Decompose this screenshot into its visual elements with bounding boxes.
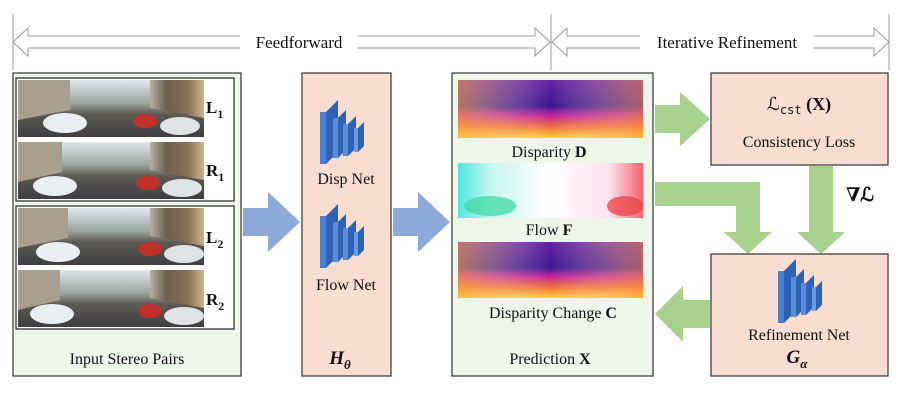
arrow-loss-to-refinement bbox=[797, 166, 845, 254]
flow-net-icon bbox=[320, 204, 364, 268]
consistency-loss-label: Consistency Loss bbox=[743, 134, 855, 151]
r2-label: R2 bbox=[206, 290, 224, 313]
street-image-l1 bbox=[18, 80, 204, 137]
feedforward-label: Feedforward bbox=[256, 33, 343, 52]
disparity-change-label: Disparity Change C bbox=[489, 305, 617, 322]
loss-formula: ℒcst (X) bbox=[767, 94, 831, 117]
flow-map bbox=[458, 163, 643, 218]
h-theta-symbol: Hθ bbox=[328, 348, 351, 372]
feedforward-banner: Feedforward bbox=[12, 26, 551, 58]
disparity-label: Disparity D bbox=[511, 144, 586, 161]
flow-label: Flow F bbox=[526, 222, 573, 239]
l2-label: L2 bbox=[206, 228, 223, 251]
street-image-r2 bbox=[18, 270, 204, 327]
arrow-refinement-to-prediction bbox=[655, 286, 710, 342]
flow-net-label: Flow Net bbox=[316, 277, 377, 294]
refinement-net-label: Refinement Net bbox=[748, 327, 850, 344]
refinement-label: Iterative Refinement bbox=[657, 33, 797, 52]
prediction-caption: Prediction X bbox=[509, 351, 591, 368]
disp-net-label: Disp Net bbox=[317, 171, 375, 188]
r1-label: R1 bbox=[206, 161, 224, 184]
g-alpha-symbol: Gα bbox=[787, 347, 809, 371]
input-panel: L1 R1 L2 R2 Input Stereo Pairs bbox=[12, 72, 242, 377]
refinement-net-icon bbox=[778, 259, 822, 323]
street-image-l2 bbox=[18, 208, 204, 265]
disparity-change-map bbox=[458, 242, 643, 298]
disparity-map bbox=[458, 80, 643, 138]
prediction-panel: Disparity D Flow F Disparity Change C Pr… bbox=[451, 72, 654, 377]
arrow-prediction-to-refinement bbox=[655, 182, 772, 254]
gradient-label: ∇ℒ bbox=[846, 185, 874, 206]
consistency-loss-panel: ℒcst (X) Consistency Loss bbox=[710, 72, 889, 166]
arrow-input-to-nets bbox=[243, 192, 300, 252]
street-image-r1 bbox=[18, 142, 204, 199]
disp-net-icon bbox=[320, 100, 364, 164]
refinement-net-panel: Refinement Net Gα bbox=[710, 253, 889, 377]
l1-label: L1 bbox=[206, 98, 223, 121]
arrow-nets-to-prediction bbox=[393, 192, 450, 252]
arrow-prediction-to-loss bbox=[655, 92, 710, 146]
input-caption: Input Stereo Pairs bbox=[70, 351, 185, 368]
network-panel: Disp Net Flow Net Hθ bbox=[301, 72, 392, 377]
refinement-banner: Iterative Refinement bbox=[551, 26, 890, 58]
